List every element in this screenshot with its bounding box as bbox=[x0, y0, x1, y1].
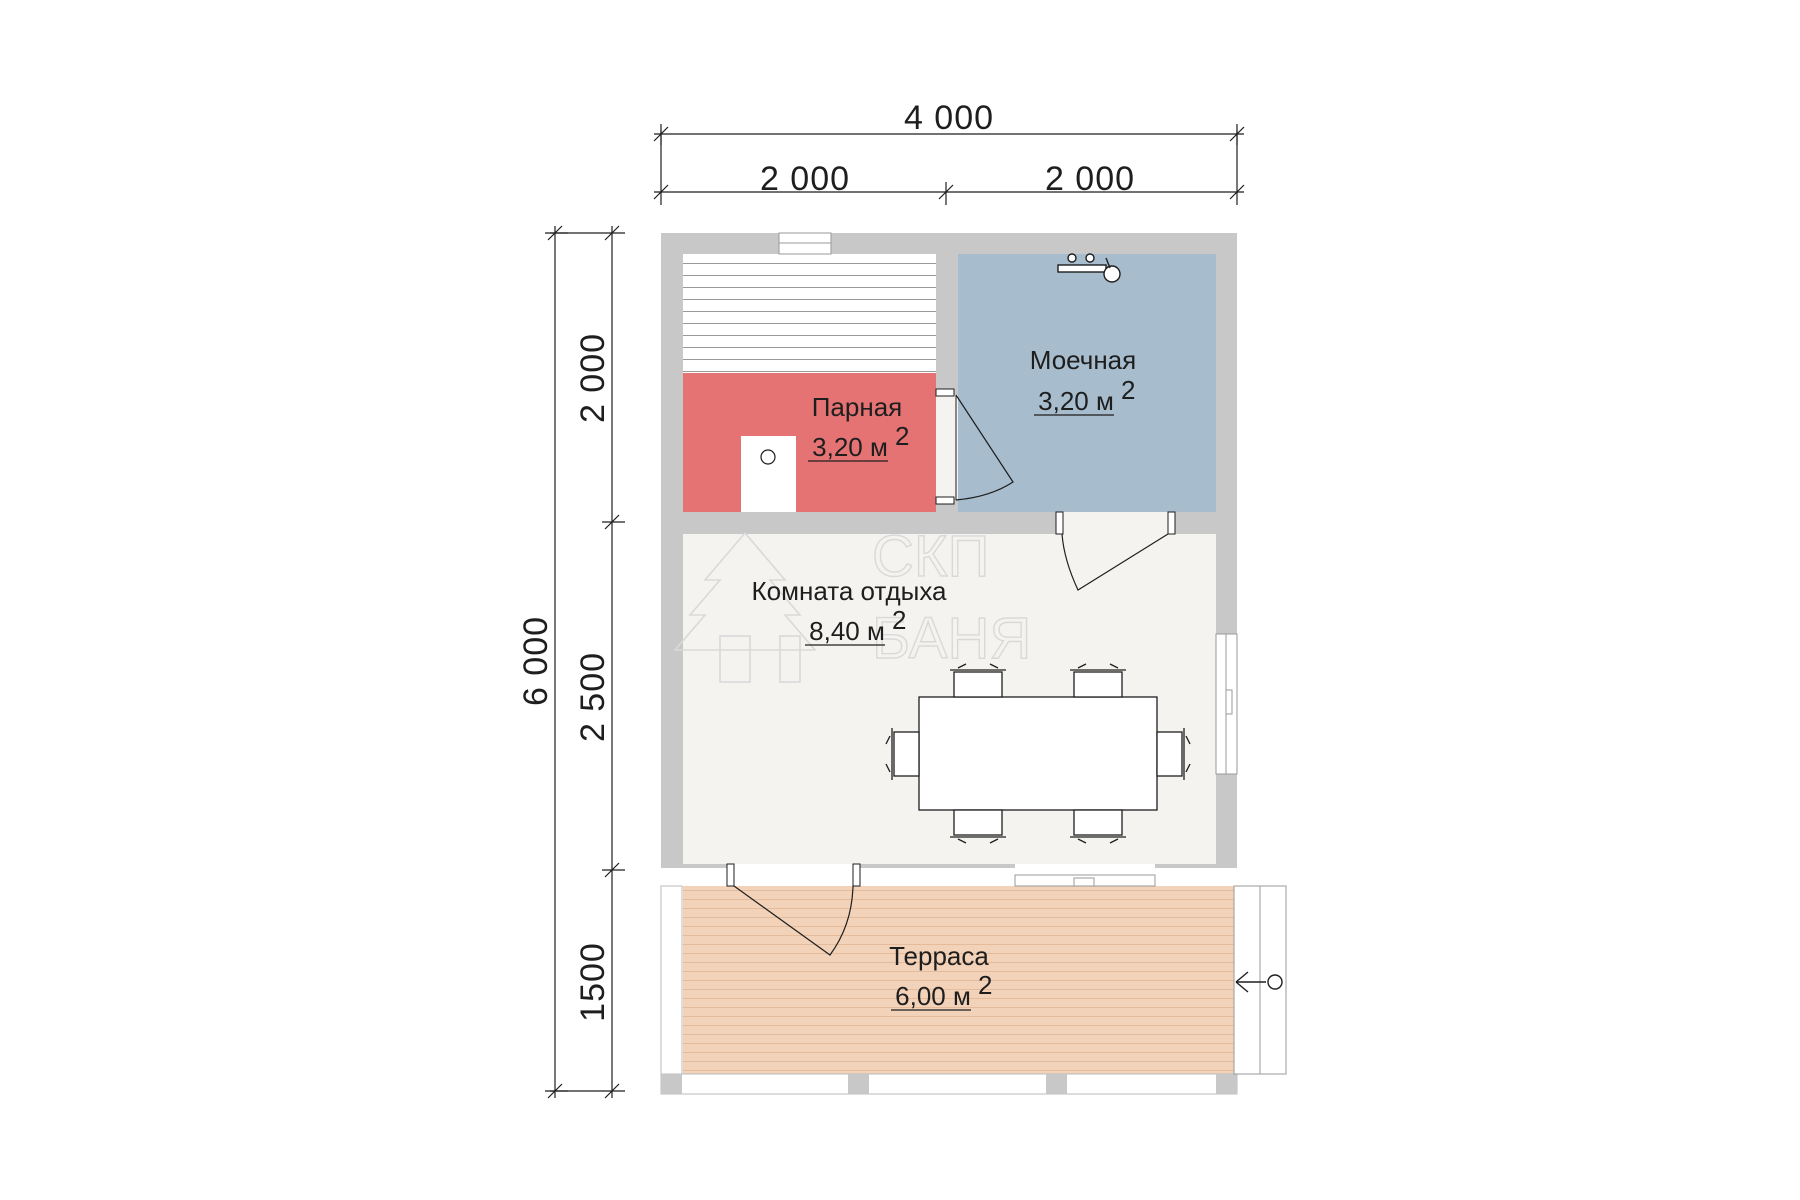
rest-room-name: Комната отдыха bbox=[752, 576, 948, 606]
steam-room-window bbox=[778, 232, 832, 255]
terrace-deck bbox=[683, 886, 1234, 1074]
terrace-name: Терраса bbox=[889, 941, 989, 971]
chair-icon bbox=[1070, 809, 1126, 844]
washing-room-area-unit: 2 bbox=[1121, 375, 1135, 405]
steam-room-area-unit: 2 bbox=[895, 421, 909, 451]
watermark-line-1: СКП bbox=[872, 524, 989, 589]
steam-room-bench bbox=[683, 254, 936, 373]
stove-icon bbox=[741, 436, 796, 512]
rest-room-area-unit: 2 bbox=[892, 605, 906, 635]
entrance-door bbox=[726, 863, 861, 956]
washing-room-label: Моечная 3,20 м 2 bbox=[1030, 345, 1136, 416]
washing-room-door bbox=[1055, 511, 1176, 591]
dimension-top-left: 2 000 bbox=[760, 160, 850, 198]
watermark-logo: СКП БАНЯ bbox=[673, 523, 1032, 683]
washing-room-floor bbox=[958, 254, 1216, 512]
dimension-left-total: 6 000 bbox=[517, 616, 555, 706]
steam-room-door bbox=[935, 388, 1014, 505]
washing-room-name: Моечная bbox=[1030, 345, 1136, 375]
dimension-top-right: 2 000 bbox=[1045, 160, 1135, 198]
dimension-lines bbox=[545, 124, 1245, 1099]
rest-room-window bbox=[1215, 633, 1238, 775]
dining-table bbox=[885, 663, 1191, 844]
terrace-front-railing bbox=[660, 1073, 1238, 1095]
dimension-left-middle: 2 500 bbox=[574, 652, 612, 742]
watermark-line-2: БАНЯ bbox=[872, 606, 1031, 671]
washing-room-area: 3,20 м bbox=[1038, 386, 1114, 416]
steam-room-area: 3,20 м bbox=[812, 432, 888, 462]
terrace-area: 6,00 м bbox=[895, 981, 971, 1011]
dimension-top-total: 4 000 bbox=[904, 99, 994, 137]
entrance-door-opening bbox=[733, 864, 856, 886]
chair-icon bbox=[950, 809, 1006, 844]
terrace-left-railing bbox=[660, 885, 683, 1075]
chair-icon bbox=[885, 728, 920, 780]
terrace-label: Терраса 6,00 м 2 bbox=[889, 941, 992, 1011]
steam-room-name: Парная bbox=[812, 392, 903, 422]
chair-icon bbox=[950, 663, 1006, 698]
chair-icon bbox=[1070, 663, 1126, 698]
entrance-arrow-icon bbox=[1235, 971, 1283, 993]
terrace-area-unit: 2 bbox=[978, 970, 992, 1000]
steam-room-label: Парная 3,20 м 2 bbox=[808, 392, 909, 462]
chair-icon bbox=[1156, 728, 1191, 780]
shower-mixer-icon bbox=[1057, 253, 1121, 283]
rest-room-area: 8,40 м bbox=[809, 616, 885, 646]
rest-room-label: Комната отдыха 8,40 м 2 bbox=[752, 576, 948, 646]
dimension-left-upper: 2 000 bbox=[574, 333, 612, 423]
dimension-left-lower: 1500 bbox=[574, 942, 612, 1022]
terrace-posts bbox=[661, 1074, 1237, 1094]
terrace-window bbox=[1014, 874, 1156, 887]
